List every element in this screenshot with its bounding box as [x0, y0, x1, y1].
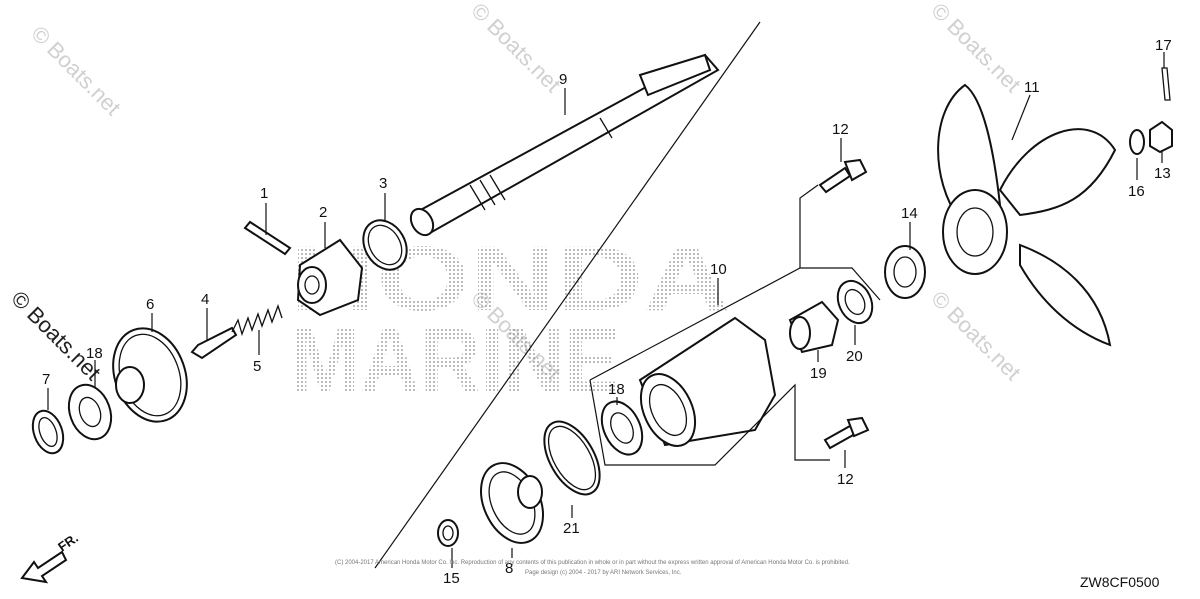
callout-19[interactable]: 19 — [810, 365, 827, 382]
callout-5[interactable]: 5 — [253, 358, 261, 375]
callout-8[interactable]: 8 — [505, 560, 513, 577]
callout-17[interactable]: 17 — [1155, 37, 1172, 54]
callout-14[interactable]: 14 — [901, 205, 918, 222]
washer[interactable] — [1129, 129, 1145, 155]
callout-4[interactable]: 4 — [201, 291, 209, 308]
direction-label: FR. — [55, 530, 81, 554]
callout-7[interactable]: 7 — [42, 371, 50, 388]
group-bracket-bolt-leader — [799, 184, 819, 268]
copyright-notice: (C) 2004-2017 American Honda Motor Co. I… — [335, 560, 850, 566]
arrow-left-down-icon — [20, 550, 68, 584]
callout-12-upper[interactable]: 12 — [832, 121, 849, 138]
pin-small[interactable] — [190, 326, 238, 360]
thrust-spacer[interactable] — [884, 245, 926, 299]
callout-12-lower[interactable]: 12 — [837, 471, 854, 488]
o-ring[interactable] — [533, 412, 611, 503]
callout-3[interactable]: 3 — [379, 175, 387, 192]
callout-15[interactable]: 15 — [443, 570, 460, 587]
castle-nut[interactable] — [1149, 120, 1173, 154]
callout-13[interactable]: 13 — [1154, 165, 1171, 182]
propeller[interactable] — [937, 83, 1117, 347]
reverse-gear[interactable] — [101, 318, 200, 432]
oil-seal[interactable] — [831, 275, 879, 328]
propeller-shaft[interactable] — [406, 53, 720, 239]
pin[interactable] — [243, 220, 292, 256]
group-bracket-top — [589, 267, 881, 381]
watermark-text: © Boats.net — [926, 286, 1025, 385]
ball-bearing-left[interactable] — [62, 379, 119, 445]
callout-numbers: 1 2 3 4 5 6 7 8 9 10 11 12 12 13 14 15 1… — [42, 37, 1172, 587]
cotter-pin[interactable] — [1161, 67, 1171, 101]
watermark-text: © Boats.net — [466, 0, 565, 97]
leader-lines — [47, 52, 1165, 568]
shim-washer[interactable] — [27, 407, 68, 458]
flange-bolt-lower[interactable] — [823, 416, 870, 450]
thrust-washer[interactable] — [437, 519, 459, 547]
spring[interactable] — [231, 304, 283, 337]
section-divider-line — [374, 21, 761, 569]
callout-1[interactable]: 1 — [260, 185, 268, 202]
bearing-holder[interactable] — [630, 316, 777, 455]
ring[interactable] — [355, 212, 416, 277]
thrust-hub[interactable] — [296, 238, 364, 317]
diagram-code: ZW8CF0500 — [1080, 574, 1160, 590]
callout-21[interactable]: 21 — [563, 520, 580, 537]
callout-2[interactable]: 2 — [319, 204, 327, 221]
front-direction-indicator: FR. — [20, 530, 81, 584]
callout-11[interactable]: 11 — [1024, 79, 1040, 96]
callout-6[interactable]: 6 — [146, 296, 154, 313]
flange-bolt-upper[interactable] — [818, 158, 868, 194]
watermark-text-dark: © Boats.net — [6, 286, 105, 385]
callout-18-left[interactable]: 18 — [86, 345, 103, 362]
watermark-text: © Boats.net — [926, 0, 1025, 97]
callout-9[interactable]: 9 — [559, 71, 567, 88]
callout-10[interactable]: 10 — [710, 261, 727, 278]
brand-watermark-line2: MARINE — [290, 310, 620, 412]
callout-20[interactable]: 20 — [846, 348, 863, 365]
group-bracket-bottom — [589, 379, 830, 466]
watermark-text: © Boats.net — [26, 21, 125, 120]
forward-gear[interactable] — [469, 453, 555, 553]
callout-18-center[interactable]: 18 — [608, 381, 625, 398]
callout-16[interactable]: 16 — [1128, 183, 1145, 200]
copyright-design: Page design (c) 2004 - 2017 by ARI Netwo… — [525, 570, 682, 576]
needle-bearing[interactable] — [788, 300, 840, 354]
ball-bearing-center[interactable] — [594, 395, 650, 461]
